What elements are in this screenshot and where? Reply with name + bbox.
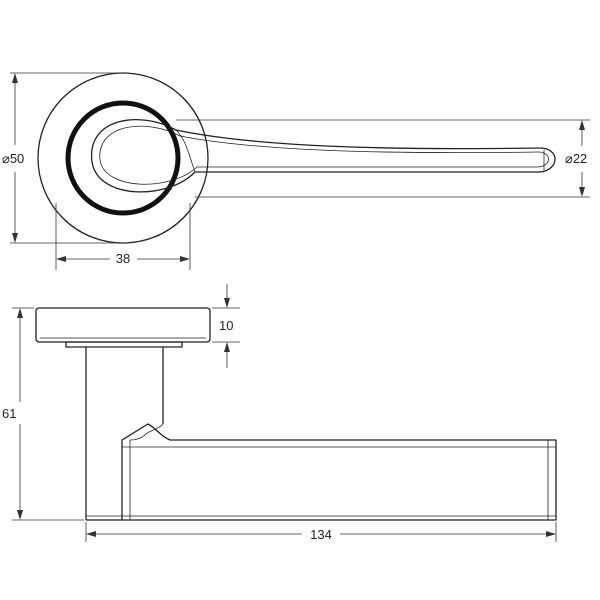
dim-rose-thickness: 10 — [212, 284, 240, 368]
dim-handle-end-diameter: ⌀22 — [176, 119, 590, 198]
rose-side — [35, 307, 211, 343]
dim-spindle-width: 38 — [55, 203, 191, 270]
dim-value-projection: 61 — [2, 406, 16, 421]
rose-outer-circle — [37, 72, 209, 244]
shank — [85, 347, 164, 520]
dim-projection: 61 — [2, 307, 84, 521]
svg-text:⌀50: ⌀50 — [2, 151, 24, 166]
dim-value-spindle-width: 38 — [116, 251, 130, 266]
rose-inner-ring — [65, 100, 181, 216]
diameter-symbol: ⌀ — [565, 151, 573, 166]
dim-value-rose-diameter: 50 — [10, 151, 24, 166]
dim-lever-length: 134 — [85, 522, 557, 542]
dim-value-handle-end-diameter: 22 — [573, 151, 587, 166]
diameter-symbol: ⌀ — [2, 151, 10, 166]
rose-collar — [65, 341, 183, 348]
lever-top-outline — [91, 118, 556, 193]
dim-value-rose-thickness: 10 — [219, 318, 233, 333]
svg-text:⌀22: ⌀22 — [565, 151, 587, 166]
top-view — [37, 72, 556, 244]
lever-side-neck — [129, 423, 164, 441]
lever-top-inner-contour — [99, 125, 549, 185]
lever-side-body — [86, 423, 557, 521]
lever-top-neck — [175, 129, 196, 173]
dim-value-lever-length: 134 — [310, 527, 332, 542]
side-view — [35, 307, 557, 521]
dim-rose-diameter: ⌀50 — [2, 72, 123, 244]
